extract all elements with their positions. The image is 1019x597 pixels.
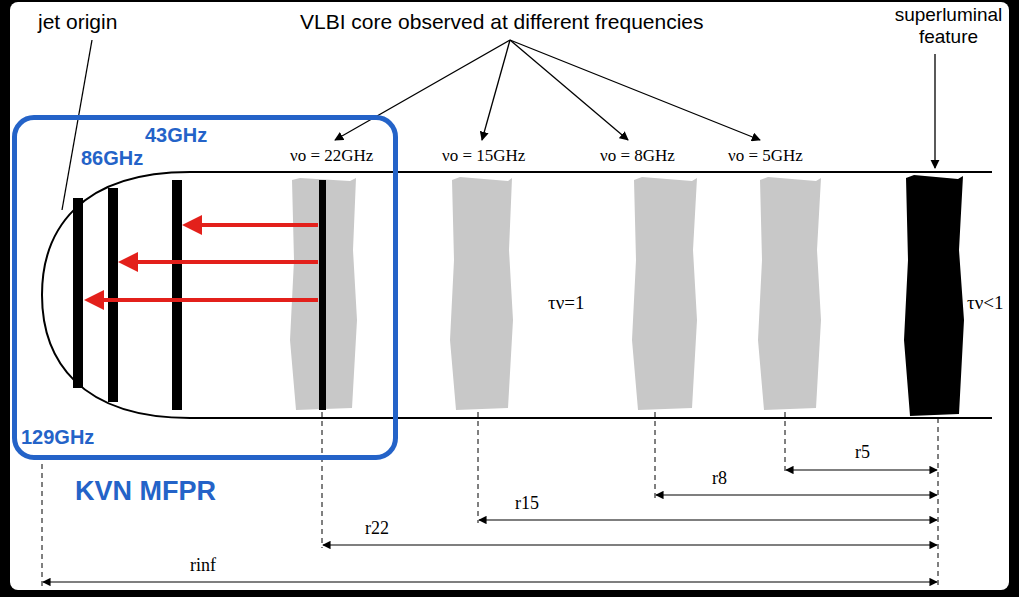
shift-arrow	[88, 298, 318, 302]
dimension-arrows	[43, 470, 937, 582]
jet-origin-curve	[42, 172, 190, 418]
core-blob	[632, 177, 697, 410]
distance-label: rinf	[190, 555, 216, 576]
optical-depth-label: τν=1	[548, 292, 584, 314]
frequency-label: νo = 15GHz	[442, 146, 525, 166]
frequency-label: νo = 5GHz	[728, 146, 803, 166]
leader-arrow	[510, 40, 628, 140]
leader-arrow	[335, 40, 510, 140]
region-heading: KVN MFPR	[75, 476, 216, 507]
frequency-label: 129GHz	[21, 426, 94, 449]
core-blob	[450, 177, 513, 410]
frequency-label: νo = 22GHz	[290, 146, 373, 166]
distance-label: r8	[712, 468, 727, 489]
distance-label: r5	[855, 442, 870, 463]
optical-depth-label: τν<1	[967, 292, 1003, 314]
shift-arrow	[122, 260, 318, 264]
core-blob	[758, 177, 821, 410]
core-bar	[172, 180, 182, 410]
shift-arrow	[186, 223, 318, 227]
frequency-label: 43GHz	[145, 124, 207, 147]
leader-arrow	[934, 54, 935, 168]
frequency-label: νo = 8GHz	[600, 146, 675, 166]
core-bar	[73, 198, 83, 388]
core-blob	[290, 178, 357, 410]
distance-label: r15	[515, 493, 539, 514]
leader-arrow	[510, 40, 760, 140]
kvn-region-box: 43GHz86GHz129GHzKVN MFPR	[12, 115, 398, 460]
distance-label: r22	[365, 518, 389, 539]
callout-label: superluminal feature	[890, 4, 1007, 48]
leader-arrow	[482, 40, 510, 140]
leader-line	[62, 40, 92, 210]
white-ground	[10, 2, 1009, 590]
core-bar	[319, 180, 326, 410]
callout-label: VLBI core observed at different frequenc…	[300, 10, 704, 34]
superluminal-blob	[904, 175, 964, 416]
jet-edge	[190, 171, 992, 173]
jet-edge	[190, 417, 992, 419]
drop-lines	[42, 412, 938, 588]
core-bar	[108, 188, 118, 402]
callout-label: jet origin	[38, 10, 117, 34]
frequency-label: 86GHz	[81, 147, 143, 170]
